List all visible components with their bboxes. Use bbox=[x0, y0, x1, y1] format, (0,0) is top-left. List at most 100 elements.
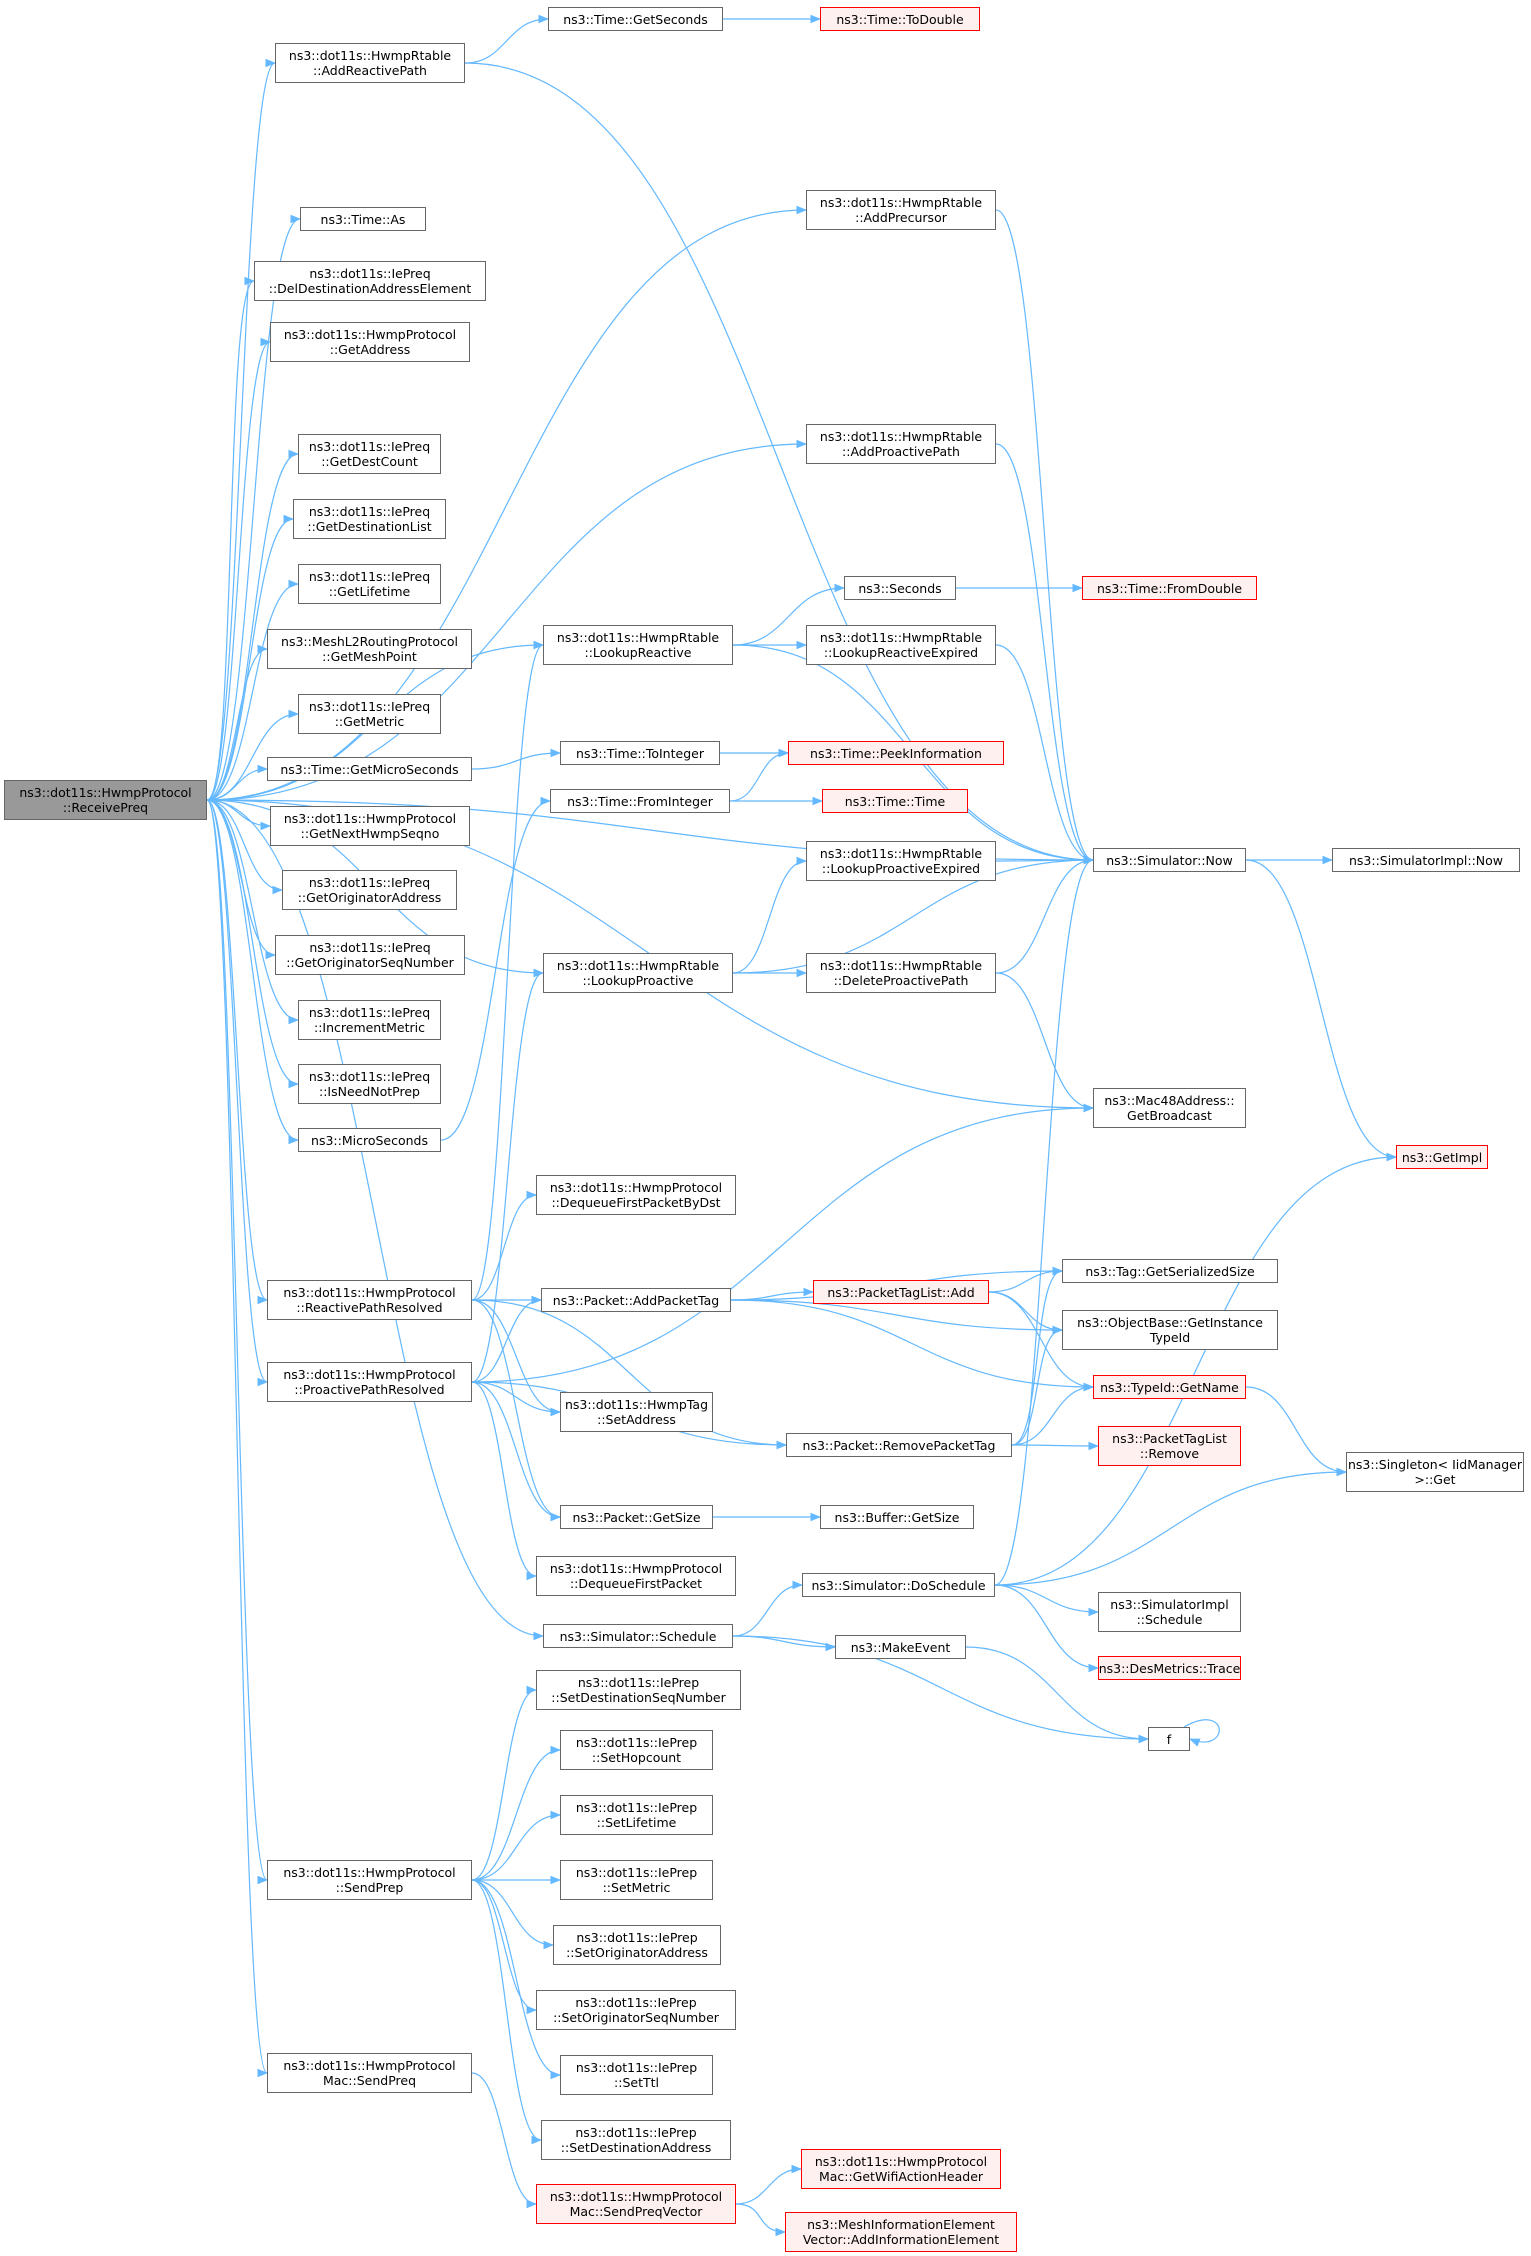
node-label: ns3::dot11s::HwmpProtocol bbox=[283, 2058, 456, 2073]
node-DoSchedule[interactable]: ns3::Simulator::DoSchedule bbox=[802, 1573, 995, 1597]
call-edge-root-to-IsNeedNotPrep bbox=[206, 799, 300, 1089]
node-label: ns3::dot11s::IePreq bbox=[308, 504, 431, 519]
call-edge-DoSchedule-to-SimImplSchedule bbox=[994, 1584, 1100, 1617]
node-label: ns3::Seconds bbox=[858, 580, 942, 596]
node-SetMetric[interactable]: ns3::dot11s::IePrep::SetMetric bbox=[560, 1860, 713, 1900]
node-label: ns3::dot11s::HwmpTag bbox=[564, 1397, 709, 1412]
call-edge-DoSchedule-to-SimNow bbox=[994, 855, 1095, 1586]
node-GetMeshPoint[interactable]: ns3::MeshL2RoutingProtocol::GetMeshPoint bbox=[267, 629, 472, 669]
node-GetLifetime[interactable]: ns3::dot11s::IePreq::GetLifetime bbox=[298, 564, 441, 604]
node-SetOrigAddr[interactable]: ns3::dot11s::IePrep::SetOriginatorAddres… bbox=[553, 1925, 721, 1965]
node-PacketGetSize[interactable]: ns3::Packet::GetSize bbox=[560, 1505, 713, 1529]
node-label: ::GetDestinationList bbox=[307, 519, 432, 534]
node-label: ::GetOriginatorSeqNumber bbox=[286, 955, 454, 970]
node-label: ns3::dot11s::HwmpProtocol bbox=[283, 327, 457, 342]
node-GetSeconds[interactable]: ns3::Time::GetSeconds bbox=[548, 7, 723, 31]
node-SimSchedule[interactable]: ns3::Simulator::Schedule bbox=[543, 1624, 733, 1648]
node-AddPacketTag[interactable]: ns3::Packet::AddPacketTag bbox=[541, 1288, 731, 1312]
node-IncMetric[interactable]: ns3::dot11s::IePreq::IncrementMetric bbox=[298, 1000, 441, 1040]
node-label: ns3::Buffer::GetSize bbox=[834, 1509, 960, 1525]
node-GetDestCount[interactable]: ns3::dot11s::IePreq::GetDestCount bbox=[298, 434, 441, 474]
node-SetHopcount[interactable]: ns3::dot11s::IePrep::SetHopcount bbox=[560, 1730, 713, 1770]
node-LookupProactiveExpired[interactable]: ns3::dot11s::HwmpRtable::LookupProactive… bbox=[806, 841, 996, 881]
node-ReactivePathResolved[interactable]: ns3::dot11s::HwmpProtocol::ReactivePathR… bbox=[267, 1280, 472, 1320]
node-ProactivePathResolved[interactable]: ns3::dot11s::HwmpProtocol::ProactivePath… bbox=[267, 1362, 472, 1402]
node-GetOrigSeq[interactable]: ns3::dot11s::IePreq::GetOriginatorSeqNum… bbox=[275, 935, 465, 975]
node-SimImplSchedule[interactable]: ns3::SimulatorImpl::Schedule bbox=[1098, 1592, 1241, 1632]
node-Seconds[interactable]: ns3::Seconds bbox=[844, 576, 956, 600]
call-edge-SendPrep-to-SetOrigAddr bbox=[471, 1879, 555, 1950]
node-HwmpTagSetAddress[interactable]: ns3::dot11s::HwmpTag::SetAddress bbox=[560, 1392, 713, 1432]
call-edge-SendPrep-to-SetDestAddr bbox=[471, 1879, 543, 2145]
node-GetOrigAddr[interactable]: ns3::dot11s::IePreq::GetOriginatorAddres… bbox=[282, 870, 457, 910]
node-SetOrigSeq[interactable]: ns3::dot11s::IePrep::SetOriginatorSeqNum… bbox=[536, 1990, 736, 2030]
node-FromDouble[interactable]: ns3::Time::FromDouble bbox=[1082, 576, 1257, 600]
node-GetMicroSeconds[interactable]: ns3::Time::GetMicroSeconds bbox=[267, 757, 472, 781]
node-PeekInformation[interactable]: ns3::Time::PeekInformation bbox=[788, 741, 1004, 765]
call-edge-GetMicroSeconds-to-ToInteger bbox=[471, 748, 562, 770]
node-DesTrace[interactable]: ns3::DesMetrics::Trace bbox=[1098, 1656, 1241, 1680]
node-label: ::DequeueFirstPacketByDst bbox=[551, 1195, 721, 1210]
node-SetDestSeq[interactable]: ns3::dot11s::IePrep::SetDestinationSeqNu… bbox=[536, 1670, 741, 1710]
node-AddPrecursor[interactable]: ns3::dot11s::HwmpRtable::AddPrecursor bbox=[806, 190, 996, 230]
node-ToDouble[interactable]: ns3::Time::ToDouble bbox=[820, 7, 980, 31]
node-GetImpl[interactable]: ns3::GetImpl bbox=[1396, 1145, 1488, 1169]
call-edge-root-to-DelDest bbox=[206, 276, 256, 801]
node-GetBroadcast[interactable]: ns3::Mac48Address::GetBroadcast bbox=[1093, 1088, 1246, 1128]
node-PTLRemove[interactable]: ns3::PacketTagList::Remove bbox=[1098, 1426, 1241, 1466]
node-SetTtl[interactable]: ns3::dot11s::IePrep::SetTtl bbox=[560, 2055, 713, 2095]
call-edge-SendPrep-to-SetHopcount bbox=[471, 1745, 562, 1881]
node-PTLAdd[interactable]: ns3::PacketTagList::Add bbox=[813, 1280, 989, 1304]
call-edge-LookupReactiveExpired-to-SimNow bbox=[995, 644, 1095, 865]
node-DelDest[interactable]: ns3::dot11s::IePreq::DelDestinationAddre… bbox=[254, 261, 486, 301]
node-label: ns3::dot11s::HwmpRtable bbox=[819, 958, 983, 973]
node-SendPrep[interactable]: ns3::dot11s::HwmpProtocol::SendPrep bbox=[267, 1860, 472, 1900]
node-ToInteger[interactable]: ns3::Time::ToInteger bbox=[560, 741, 720, 765]
node-SetLifetime[interactable]: ns3::dot11s::IePrep::SetLifetime bbox=[560, 1795, 713, 1835]
node-GetDestList[interactable]: ns3::dot11s::IePreq::GetDestinationList bbox=[293, 499, 446, 539]
node-TimeTime[interactable]: ns3::Time::Time bbox=[822, 789, 968, 813]
node-label: ns3::Time::GetMicroSeconds bbox=[280, 761, 459, 777]
node-DequeueFirst[interactable]: ns3::dot11s::HwmpProtocol::DequeueFirstP… bbox=[536, 1556, 736, 1596]
node-SetDestAddr[interactable]: ns3::dot11s::IePrep::SetDestinationAddre… bbox=[541, 2120, 731, 2160]
node-TypeIdGetName[interactable]: ns3::TypeId::GetName bbox=[1093, 1375, 1246, 1399]
node-SingletonGet[interactable]: ns3::Singleton< IidManager>::Get bbox=[1346, 1452, 1524, 1492]
node-RemovePacketTag[interactable]: ns3::Packet::RemovePacketTag bbox=[786, 1433, 1012, 1457]
node-FromInteger[interactable]: ns3::Time::FromInteger bbox=[550, 789, 730, 813]
node-label: ns3::Simulator::Now bbox=[1106, 852, 1233, 868]
node-IsNeedNotPrep[interactable]: ns3::dot11s::IePreq::IsNeedNotPrep bbox=[298, 1064, 441, 1104]
node-LookupReactiveExpired[interactable]: ns3::dot11s::HwmpRtable::LookupReactiveE… bbox=[806, 625, 996, 665]
node-SimNow[interactable]: ns3::Simulator::Now bbox=[1093, 848, 1246, 872]
node-AddReactivePath[interactable]: ns3::dot11s::HwmpRtable::AddReactivePath bbox=[275, 43, 465, 83]
node-label: ns3::Time::As bbox=[320, 211, 406, 227]
node-TagGetSerSize[interactable]: ns3::Tag::GetSerializedSize bbox=[1062, 1259, 1278, 1283]
call-edge-DeleteProactivePath-to-GetBroadcast bbox=[995, 972, 1095, 1113]
node-DeleteProactivePath[interactable]: ns3::dot11s::HwmpRtable::DeleteProactive… bbox=[806, 953, 996, 993]
node-MakeEvent[interactable]: ns3::MakeEvent bbox=[835, 1635, 966, 1659]
node-GetMetric[interactable]: ns3::dot11s::IePreq::GetMetric bbox=[298, 694, 441, 734]
node-label: ns3::dot11s::HwmpProtocol bbox=[283, 1367, 456, 1382]
node-label: ns3::PacketTagList bbox=[1112, 1431, 1227, 1446]
node-label: ns3::MicroSeconds bbox=[311, 1132, 428, 1148]
node-LookupReactive[interactable]: ns3::dot11s::HwmpRtable::LookupReactive bbox=[543, 625, 733, 665]
node-SimImplNow[interactable]: ns3::SimulatorImpl::Now bbox=[1332, 848, 1520, 872]
node-label: ns3::Time::FromDouble bbox=[1096, 580, 1243, 596]
node-f[interactable]: f bbox=[1148, 1727, 1190, 1751]
call-edge-ProactivePathResolved-to-GetBroadcast bbox=[471, 1103, 1095, 1383]
node-root[interactable]: ns3::dot11s::HwmpProtocol::ReceivePreq bbox=[4, 780, 207, 820]
node-GetNextHwmpSeqno[interactable]: ns3::dot11s::HwmpProtocol::GetNextHwmpSe… bbox=[270, 806, 470, 846]
call-edge-ReactivePathResolved-to-HwmpTagSetAddress bbox=[471, 1299, 562, 1417]
node-BufferGetSize[interactable]: ns3::Buffer::GetSize bbox=[820, 1505, 974, 1529]
node-MicroSeconds[interactable]: ns3::MicroSeconds bbox=[298, 1128, 441, 1152]
node-LookupProactive[interactable]: ns3::dot11s::HwmpRtable::LookupProactive bbox=[543, 953, 733, 993]
node-DequeueByDst[interactable]: ns3::dot11s::HwmpProtocol::DequeueFirstP… bbox=[536, 1175, 736, 1215]
node-AddProactivePath[interactable]: ns3::dot11s::HwmpRtable::AddProactivePat… bbox=[806, 424, 996, 464]
node-TimeAs[interactable]: ns3::Time::As bbox=[300, 207, 426, 231]
node-GetAddress[interactable]: ns3::dot11s::HwmpProtocol::GetAddress bbox=[270, 322, 470, 362]
call-edge-AddReactivePath-to-GetSeconds bbox=[464, 14, 550, 64]
